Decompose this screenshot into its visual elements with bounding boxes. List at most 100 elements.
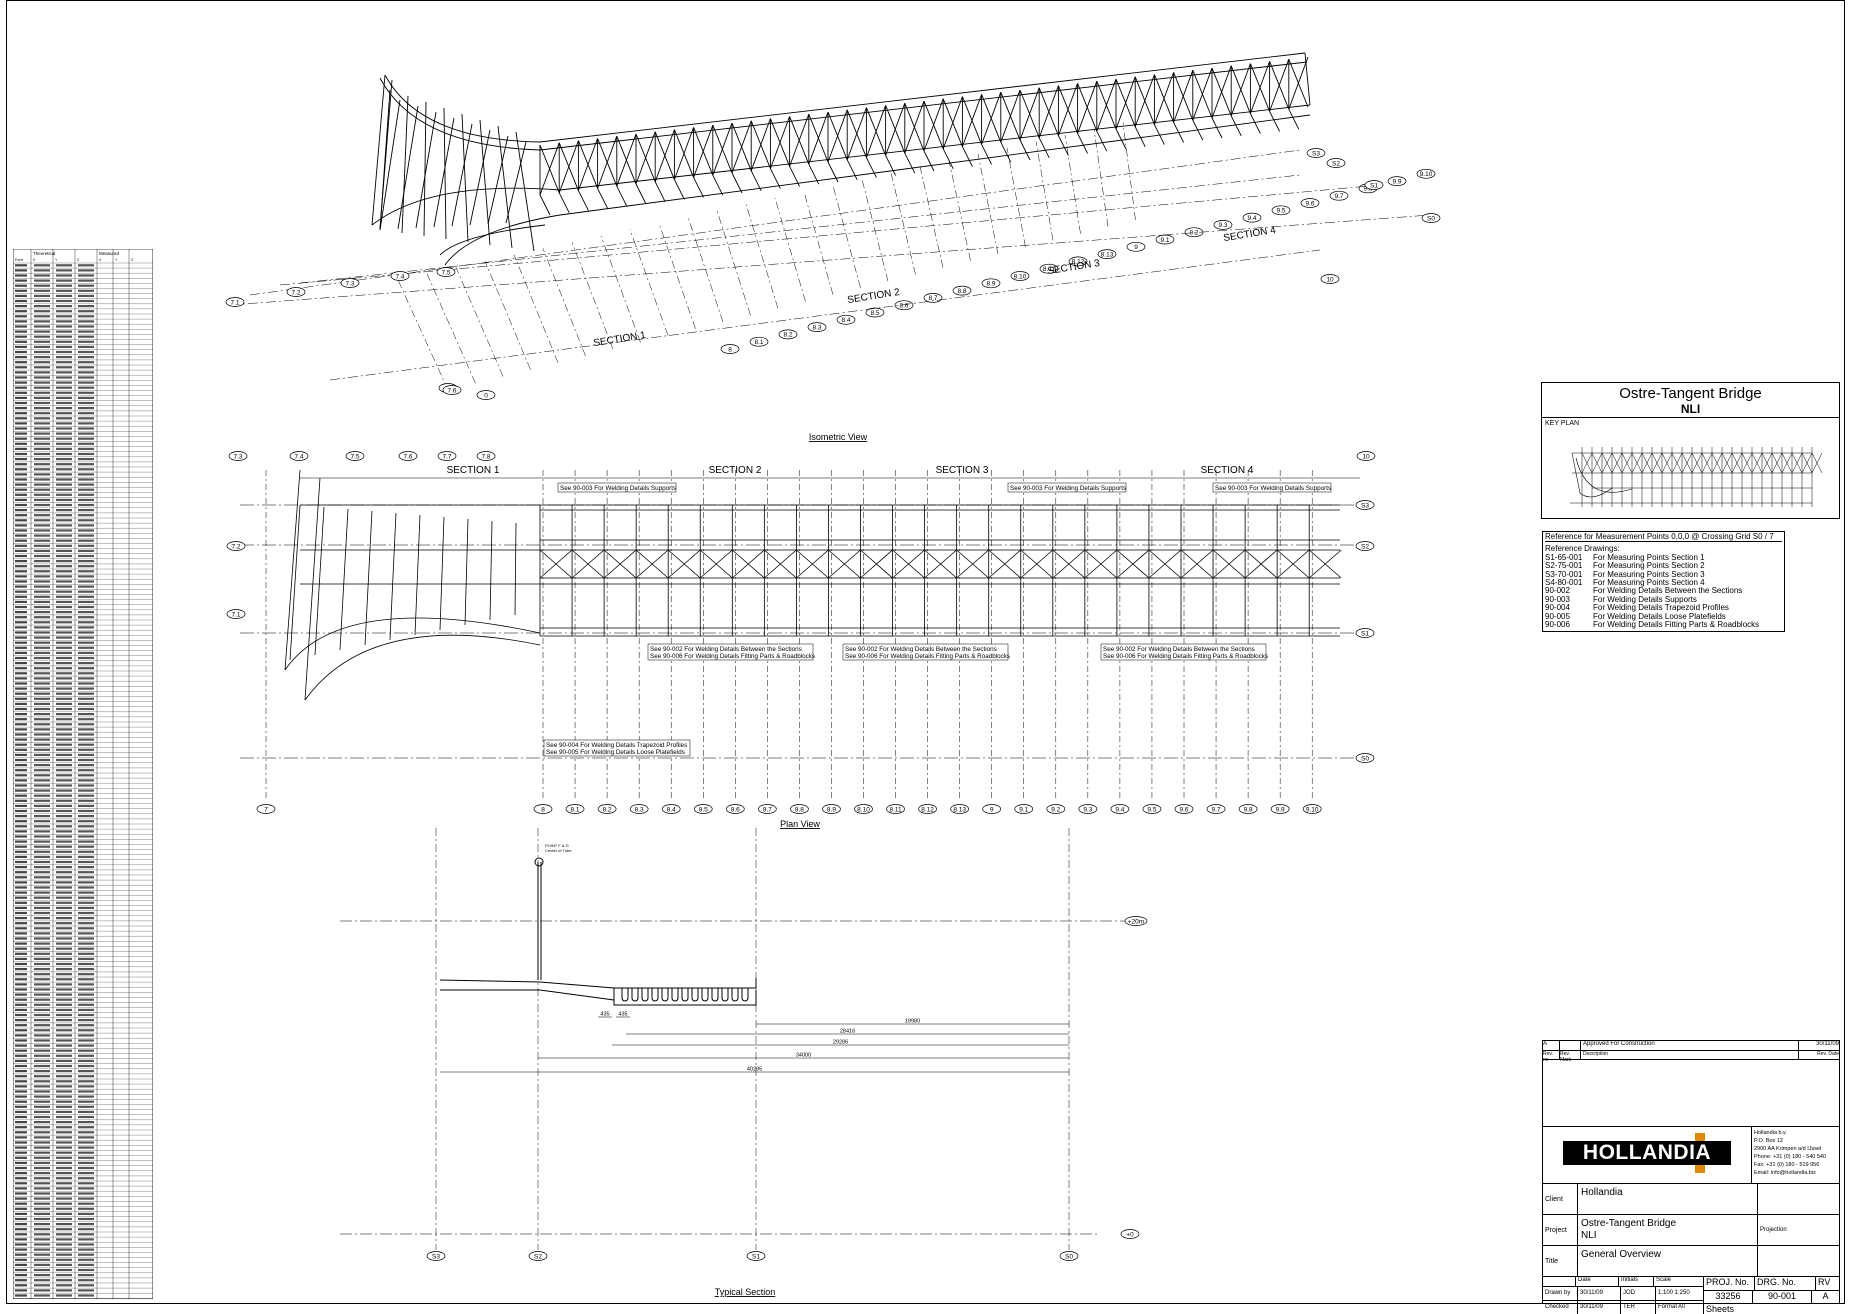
plan-note-fitting: See 90-006 For Welding Details Fitting P… [1103, 653, 1268, 660]
svg-text:S1: S1 [752, 1253, 760, 1260]
plan-section-label: SECTION 1 [447, 465, 500, 476]
plan-bottom-label-9-4: 9.4 [1110, 804, 1130, 814]
address-line: Phone: +31 (0) 180 - 540 540 [1754, 1154, 1827, 1160]
svg-text:9.5: 9.5 [1276, 208, 1285, 215]
typ-point-fg: POINT F & G [545, 843, 569, 848]
iso-section-label: SECTION 4 [1223, 225, 1277, 244]
svg-text:9.7: 9.7 [1212, 806, 1221, 813]
iso-grid-label-9-10: 9.10 [1416, 168, 1436, 179]
svg-text:8.6: 8.6 [899, 303, 908, 310]
iso-section-label: SECTION 1 [593, 330, 647, 349]
scale-value: 1:100 1:250 [1658, 1290, 1690, 1296]
reference-drawing-number: 90-002 [1545, 586, 1570, 596]
measurement-table-col-header: X [33, 258, 36, 262]
checked-initials: TER [1621, 1301, 1656, 1314]
svg-text:8.11: 8.11 [889, 806, 902, 813]
plan-top-label-7-7: 7.7 [437, 451, 457, 461]
plan-right-label-S2: S2 [1355, 541, 1375, 551]
svg-text:8.7: 8.7 [928, 295, 937, 302]
proj-no-label: PROJ. No. [1704, 1277, 1755, 1290]
rv-value: A [1822, 1291, 1829, 1301]
svg-text:9: 9 [1134, 244, 1138, 251]
checked-label: Checked [1543, 1301, 1578, 1314]
drg-no: 90-001 [1753, 1291, 1812, 1303]
plan-section-label: SECTION 2 [709, 465, 762, 476]
plan-right-label-S1: S1 [1355, 628, 1375, 638]
drawn-by-label: Drawn by [1543, 1287, 1578, 1300]
svg-text:9.6: 9.6 [1305, 200, 1314, 207]
svg-text:9.1: 9.1 [1019, 806, 1028, 813]
format-value: A0 [1678, 1304, 1686, 1310]
typ-bottom-label-S0: S0 [1059, 1251, 1079, 1261]
format-label: Format [1658, 1304, 1678, 1310]
svg-text:8.7: 8.7 [763, 806, 772, 813]
svg-text:S1: S1 [1370, 182, 1378, 189]
plan-bottom-label-8-2: 8.2 [597, 804, 617, 814]
svg-text:+20m: +20m [1128, 918, 1144, 925]
svg-text:S3: S3 [1312, 150, 1320, 157]
plan-bottom-label-8-3: 8.3 [629, 804, 649, 814]
checked-date: 30/11/09 [1578, 1301, 1621, 1314]
iso-left-label-7-3: 7.3 [340, 278, 360, 288]
plan-truss [284, 469, 1342, 701]
svg-text:9.8: 9.8 [1244, 806, 1253, 813]
iso-grid-label-8-8: 8.8 [952, 285, 972, 296]
svg-text:S0: S0 [1065, 1253, 1073, 1260]
svg-text:9.6: 9.6 [1179, 806, 1188, 813]
plan-bottom-label-8-6: 8.6 [725, 804, 745, 814]
title-box: Ostre-Tangent Bridge NLI KEY PLAN [1541, 382, 1840, 519]
svg-text:8.4: 8.4 [841, 317, 850, 324]
measurement-table-col-header: Z [77, 258, 80, 262]
rv-label: RV [1818, 1277, 1831, 1287]
plan-top-label-7-6: 7.6 [398, 451, 418, 461]
iso-grid-label-8-6: 8.6 [894, 300, 914, 311]
svg-text:7.4: 7.4 [395, 273, 404, 280]
plan-bottom-label-8-12: 8.12 [918, 804, 937, 814]
measurement-table-col-header: Y [55, 258, 58, 262]
svg-text:8.9: 8.9 [986, 281, 995, 288]
typ-dim-value: 40295 [747, 1067, 762, 1073]
svg-text:8.2: 8.2 [603, 806, 612, 813]
typ-dim-value: 29286 [833, 1040, 848, 1046]
typ-bottom-label-S3: S3 [426, 1251, 446, 1261]
iso-left-label-7-2: 7.2 [286, 287, 306, 297]
plan-bottom-label-7: 7 [256, 804, 276, 814]
isometric-view-label: Isometric View [809, 432, 868, 442]
typ-point-center: Center of Tube [545, 848, 572, 853]
address-line: 2900 AA Krimpen a/d IJssel [1754, 1146, 1822, 1152]
client-value: Hollandia [1578, 1184, 1758, 1214]
plan-top-label-7-8: 7.8 [476, 451, 496, 461]
plan-top-label-7-5: 7.5 [345, 451, 365, 461]
svg-text:9.2: 9.2 [1189, 230, 1198, 237]
plan-bottom-label-9-2: 9.2 [1046, 804, 1066, 814]
measurement-table-col-header: Point [15, 258, 23, 262]
svg-text:S1: S1 [1361, 630, 1369, 637]
iso-right-label-S3: S3 [1306, 148, 1326, 158]
svg-text:8.1: 8.1 [754, 339, 763, 346]
svg-text:7.2: 7.2 [291, 289, 300, 296]
svg-text:S2: S2 [1332, 160, 1340, 167]
proj-no: 33256 [1704, 1291, 1753, 1303]
iso-grid-label-9-4: 9.4 [1242, 212, 1262, 223]
rev-date: 30/11/09 [1816, 1041, 1839, 1047]
iso-grid-label-8: 8 [720, 344, 740, 354]
project-name: Ostre-Tangent Bridge [1581, 1218, 1677, 1229]
plan-bottom-label-9-3: 9.3 [1078, 804, 1098, 814]
plan-right-label-10: 10 [1356, 451, 1376, 461]
header-date: Date [1576, 1277, 1619, 1286]
svg-text:9.2: 9.2 [1051, 806, 1060, 813]
reference-drawing-number: S3-70-001 [1545, 569, 1583, 579]
plan-bottom-label-9-10: 9.10 [1302, 804, 1322, 814]
rev-header-mark: Rev. Mark [1560, 1051, 1581, 1063]
svg-text:9.10: 9.10 [1306, 806, 1319, 813]
iso-bridge-truss [371, 52, 1311, 266]
svg-text:7.1: 7.1 [230, 299, 239, 306]
typ-structure [439, 857, 757, 1006]
reference-drawing-number: S1-65-001 [1545, 552, 1583, 562]
svg-text:8.3: 8.3 [812, 324, 821, 331]
iso-right-label-S2: S2 [1326, 158, 1346, 168]
